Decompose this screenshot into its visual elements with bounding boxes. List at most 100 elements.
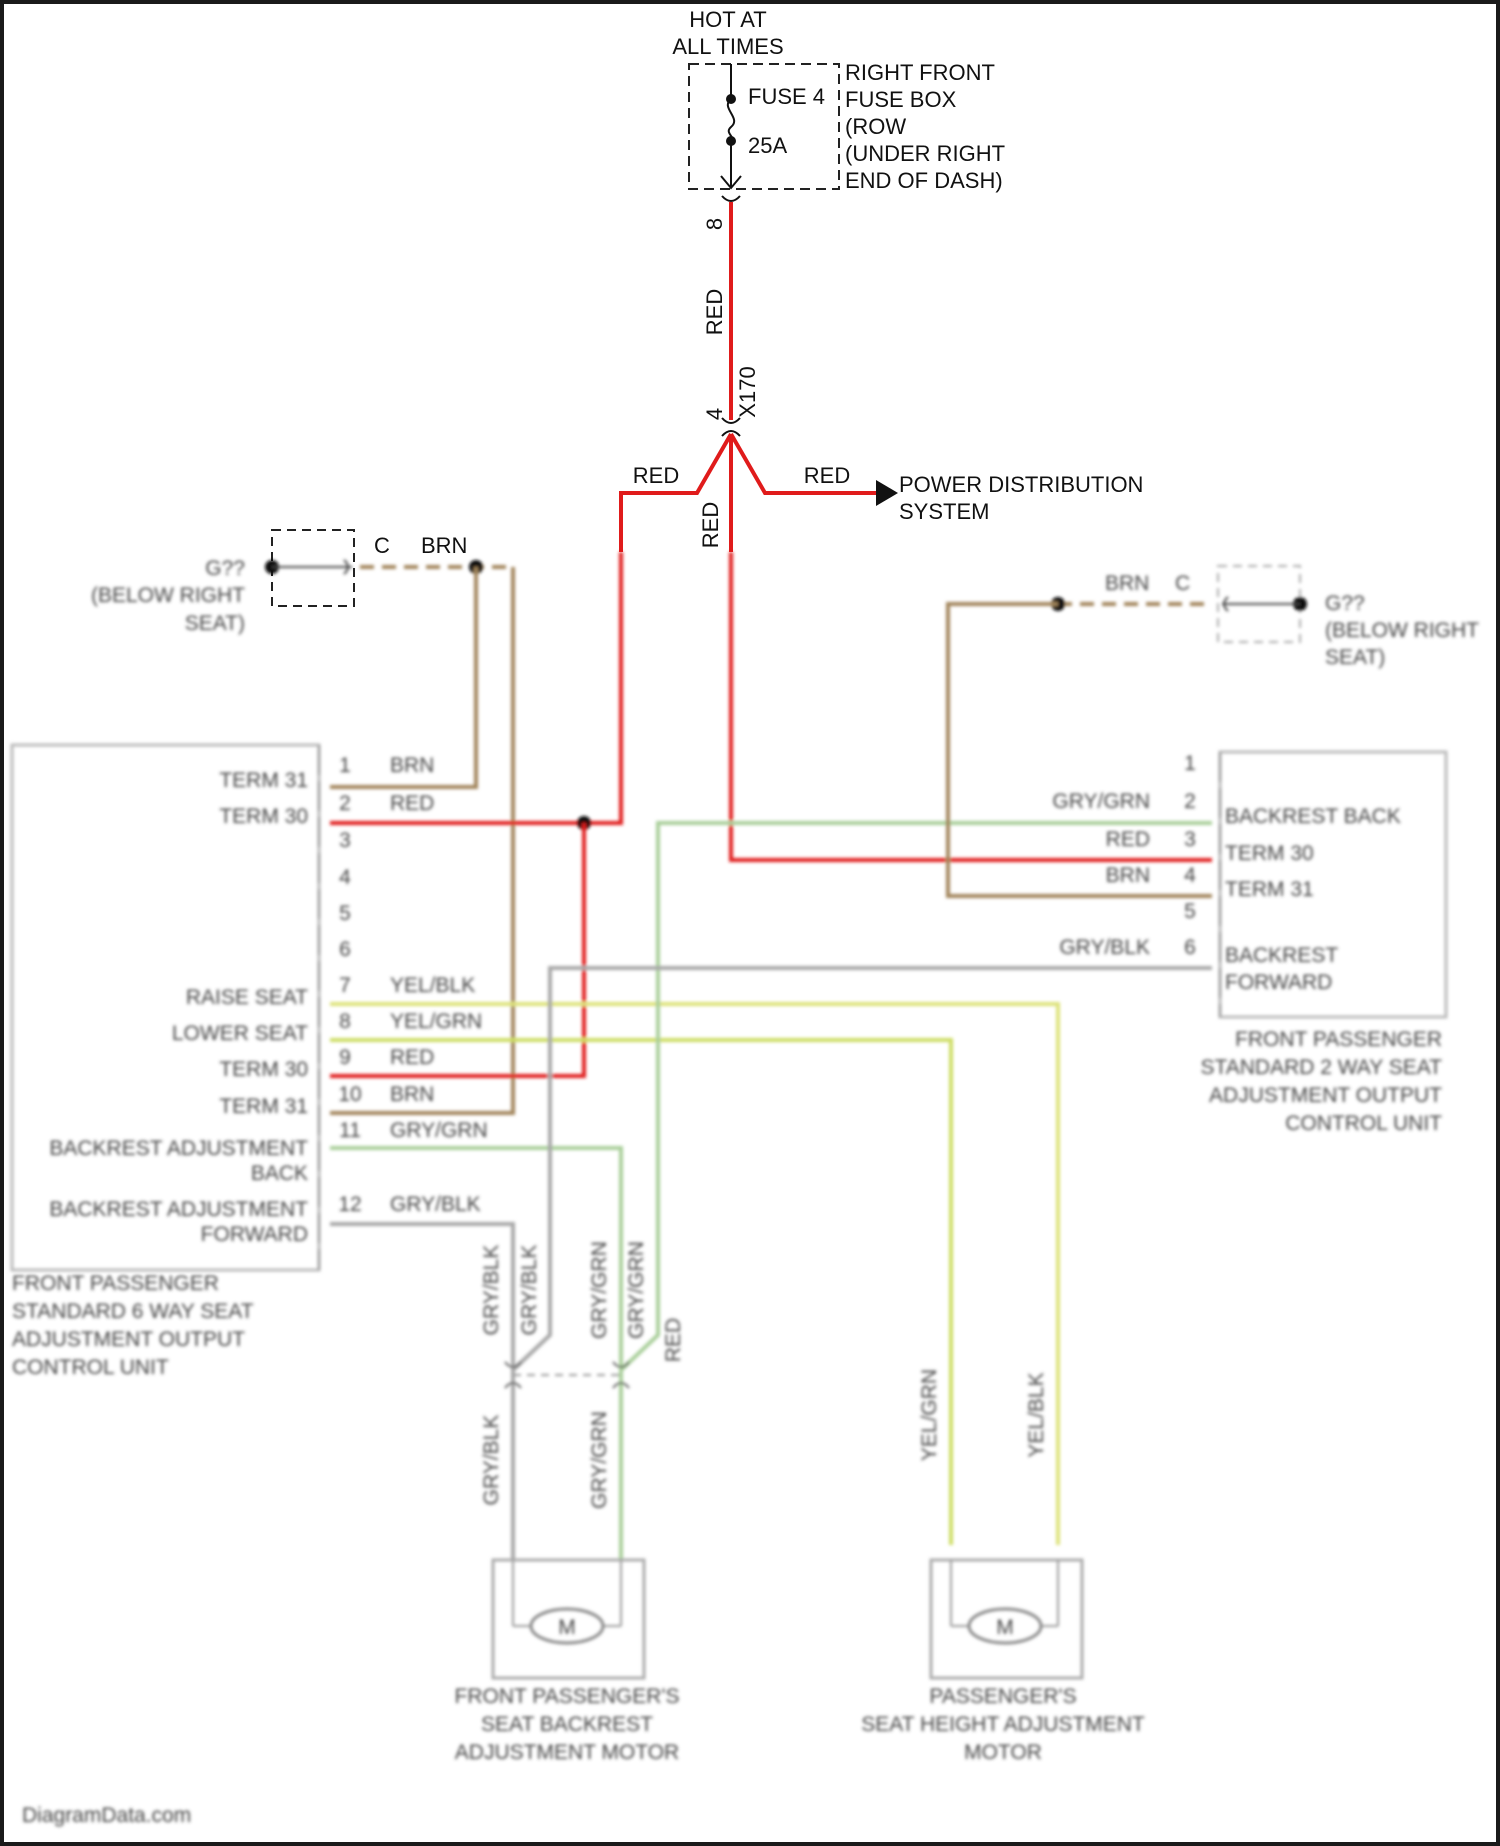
left-pin-num-7: 7 <box>339 974 351 997</box>
wire-right-label: RED <box>804 463 850 488</box>
left-pin-num-10: 10 <box>338 1083 361 1106</box>
mid-wire-8: YEL/GRN <box>918 1369 941 1461</box>
left-pin-label-10: TERM 31 <box>219 1095 308 1118</box>
left-pin-num-5: 5 <box>339 902 351 925</box>
right-pin-num-4: 4 <box>1184 864 1196 887</box>
left-pin-num-6: 6 <box>339 938 351 961</box>
ground-right-wire: BRN <box>1105 572 1149 595</box>
mid-wire-3: GRY/GRN <box>588 1241 611 1339</box>
left-pin-label-11: BACKREST ADJUSTMENT <box>49 1137 308 1160</box>
ground-right-label-3: SEAT) <box>1325 646 1385 669</box>
backrest-motor-symbol: M <box>558 1616 576 1639</box>
left-pin-wire-11: GRY/GRN <box>390 1119 488 1142</box>
right-pin-num-3: 3 <box>1184 828 1196 851</box>
left-pin-wire-7: YEL/BLK <box>390 974 475 997</box>
left-pin-num-12: 12 <box>338 1193 361 1216</box>
gry-grn-wire-right <box>621 823 1212 1370</box>
height-motor-name-3: MOTOR <box>964 1741 1042 1764</box>
mid-wire-9: YEL/BLK <box>1025 1372 1048 1457</box>
mid-wire-7: GRY/GRN <box>588 1411 611 1509</box>
power-dist-label-1: POWER DISTRIBUTION <box>899 472 1143 497</box>
left-pin-num-4: 4 <box>339 866 351 889</box>
mid-wire-4: GRY/GRN <box>625 1241 648 1339</box>
connector-top <box>722 196 740 201</box>
right-pin-num-2: 2 <box>1184 790 1196 813</box>
right-pin-num-5: 5 <box>1184 900 1196 923</box>
right-pin-wire-3: RED <box>1106 828 1150 851</box>
wire-top-label: RED <box>702 289 727 335</box>
left-unit-name-2: STANDARD 6 WAY SEAT <box>12 1300 254 1323</box>
hot-label-2: ALL TIMES <box>672 34 783 59</box>
splice-name: X170 <box>735 366 760 417</box>
fuse-symbol <box>728 99 734 141</box>
left-pin-label-7: RAISE SEAT <box>186 986 308 1009</box>
left-pin-wire-9: RED <box>390 1046 434 1069</box>
watermark: DiagramData.com <box>22 1804 191 1827</box>
pin-top: 8 <box>702 218 727 230</box>
right-pin-label-6: BACKREST <box>1225 944 1338 967</box>
left-unit-pins: 1 TERM 31 BRN 2 TERM 30 RED 3 4 5 6 7 RA… <box>49 754 487 1246</box>
fuse-box-label-2: FUSE BOX <box>845 87 957 112</box>
mid-wire-6: GRY/BLK <box>480 1415 503 1506</box>
ground-left-label-2: (BELOW RIGHT <box>91 584 245 607</box>
height-motor-name-1: PASSENGER'S <box>929 1685 1076 1708</box>
left-pin-label-12: BACKREST ADJUSTMENT <box>49 1198 308 1221</box>
left-pin-label-9: TERM 30 <box>219 1058 308 1081</box>
right-pin-wire-6: GRY/BLK <box>1059 936 1150 959</box>
right-unit-name-3: ADJUSTMENT OUTPUT <box>1209 1084 1442 1107</box>
height-motor-symbol: M <box>996 1616 1014 1639</box>
gry-blk-wire-right <box>513 968 1212 1370</box>
red-wire-right-unit <box>731 552 1212 860</box>
right-unit-pins: 1 2 GRY/GRN BACKREST BACK 3 RED TERM 30 … <box>1052 752 1400 994</box>
wire-left-label: RED <box>633 463 679 488</box>
yel-blk-wire <box>330 1004 1058 1545</box>
mid-wire-1: GRY/BLK <box>480 1245 503 1336</box>
ground-left-label-1: G?? <box>205 557 245 580</box>
left-pin-label-1: TERM 31 <box>219 769 308 792</box>
backrest-motor-name-2: SEAT BACKREST <box>481 1713 653 1736</box>
right-pin-wire-2: GRY/GRN <box>1052 790 1150 813</box>
left-pin-label-12b: FORWARD <box>201 1223 308 1246</box>
left-pin-num-11: 11 <box>339 1119 361 1142</box>
lower-section: G?? (BELOW RIGHT SEAT) GRY/BLK GRY/BLK G… <box>12 552 1479 1827</box>
right-unit-name-2: STANDARD 2 WAY SEAT <box>1200 1056 1442 1079</box>
left-unit-name-4: CONTROL UNIT <box>12 1356 169 1379</box>
fuse-box-label-5: END OF DASH) <box>845 168 1003 193</box>
left-pin-num-2: 2 <box>339 792 351 815</box>
left-unit-name-3: ADJUSTMENT OUTPUT <box>12 1328 245 1351</box>
right-pin-num-1: 1 <box>1184 752 1196 775</box>
ground-left-conn: C <box>374 533 390 558</box>
right-pin-label-2: BACKREST BACK <box>1225 805 1401 828</box>
backrest-motor-name-3: ADJUSTMENT MOTOR <box>455 1741 679 1764</box>
left-pin-label-11b: BACK <box>251 1162 308 1185</box>
backrest-motor: M <box>493 1560 644 1678</box>
top-section: HOT AT ALL TIMES FUSE 4 25A RIGHT FRONT … <box>272 7 1143 606</box>
fuse-box-outline <box>689 64 839 189</box>
left-pin-num-8: 8 <box>339 1010 351 1033</box>
hot-label-1: HOT AT <box>689 7 766 32</box>
ground-left-wire: BRN <box>421 533 467 558</box>
right-pin-label-6b: FORWARD <box>1225 971 1332 994</box>
right-pin-label-3: TERM 30 <box>1225 842 1314 865</box>
ground-right-label-2: (BELOW RIGHT <box>1325 619 1479 642</box>
ground-right-conn: C <box>1175 572 1190 595</box>
right-pin-num-6: 6 <box>1184 936 1196 959</box>
left-pin-wire-8: YEL/GRN <box>390 1010 482 1033</box>
backrest-motor-name-1: FRONT PASSENGER'S <box>455 1685 680 1708</box>
mid-wire-2: GRY/BLK <box>518 1245 541 1336</box>
left-pin-wire-10: BRN <box>390 1083 434 1106</box>
left-pin-wire-12: GRY/BLK <box>390 1193 481 1216</box>
ground-left-label-3: SEAT) <box>185 612 245 635</box>
ground-right-label-1: G?? <box>1325 592 1365 615</box>
left-pin-label-8: LOWER SEAT <box>172 1022 308 1045</box>
fuse-box-label-1: RIGHT FRONT <box>845 60 995 85</box>
power-dist-label-2: SYSTEM <box>899 499 989 524</box>
pin-splice: 4 <box>702 408 727 420</box>
right-unit-name-4: CONTROL UNIT <box>1285 1112 1442 1135</box>
left-pin-wire-2: RED <box>390 792 434 815</box>
fuse-box-label-4: (UNDER RIGHT <box>845 141 1005 166</box>
right-pin-label-4: TERM 31 <box>1225 878 1314 901</box>
height-motor-name-2: SEAT HEIGHT ADJUSTMENT <box>861 1713 1145 1736</box>
